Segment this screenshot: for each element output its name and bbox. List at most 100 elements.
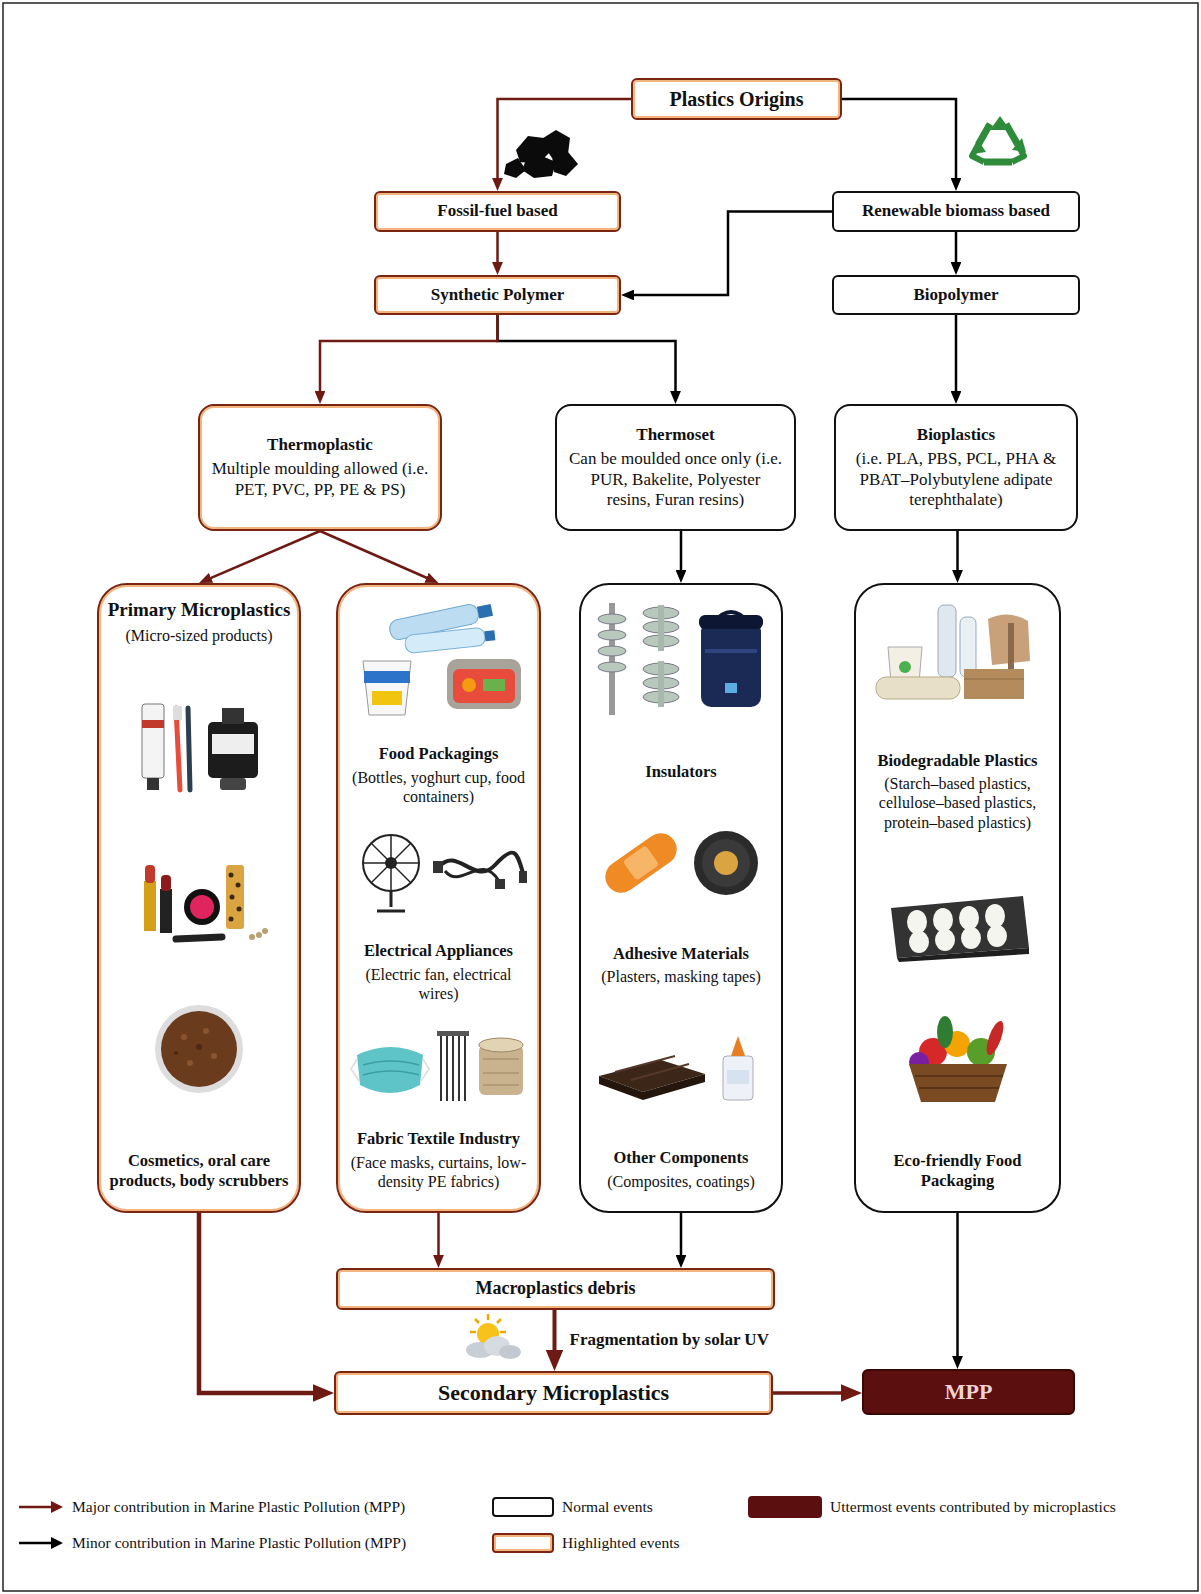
major-connector <box>207 531 320 580</box>
insulator-icon <box>705 649 757 653</box>
minor-connector <box>955 232 958 266</box>
egg-carton-icon <box>935 929 955 951</box>
text-group <box>107 851 291 946</box>
plastic-type-box: Bioplastics(i.e. PLA, PBS, PCL, PHA & PB… <box>834 404 1078 531</box>
minor-connector <box>842 99 956 182</box>
scrub-powder-icon <box>161 1011 237 1087</box>
text-group <box>346 831 531 916</box>
major-connector <box>496 232 499 266</box>
node-text: Can be moulded once only (i.e. PUR, Bake… <box>567 449 784 510</box>
electrical-appliance-icon <box>445 870 499 882</box>
composite-icon <box>599 1074 705 1100</box>
oral-care-icon <box>142 720 164 728</box>
sun-cloud-icon <box>499 1345 521 1359</box>
insulator-icon <box>658 605 664 651</box>
node-text: Insulators <box>645 762 717 782</box>
node-text: Biodegradable Plastics <box>878 751 1038 771</box>
electrical-appliance-icon <box>495 879 505 889</box>
major-connector <box>553 1310 557 1357</box>
sun-cloud-icon <box>497 1319 501 1323</box>
source-box: Fossil-fuel based <box>374 191 621 232</box>
node-text: Other Components <box>614 1148 749 1168</box>
figure-frame <box>3 3 1198 1591</box>
text-group: Adhesive Materials(Plasters, masking tap… <box>589 944 773 987</box>
cosmetics-icon <box>161 875 171 891</box>
food-packaging-icon <box>363 661 411 715</box>
insulator-icon <box>591 599 771 719</box>
node-text: Biopolymer <box>914 285 999 305</box>
food-basket-icon <box>937 1016 953 1048</box>
legend-line-sample <box>18 1500 64 1514</box>
text-group: Insulators <box>589 762 773 782</box>
egg-carton-icon <box>909 931 929 953</box>
scrub-powder-icon <box>155 1005 243 1093</box>
adhesive-icon <box>591 825 771 900</box>
legend-box-sample <box>492 1497 554 1517</box>
oral-care-icon <box>147 778 159 790</box>
coal-icon <box>504 158 526 178</box>
oral-care-icon <box>188 708 190 790</box>
electrical-appliance-icon <box>371 843 411 883</box>
textile-icon <box>464 1033 466 1101</box>
plastic-type-box: ThermoplasticMultiple moulding allowed (… <box>198 404 442 531</box>
composite-icon <box>615 1056 689 1080</box>
legend-item: Highlighted events <box>492 1530 680 1556</box>
recycle-icon <box>990 116 1010 130</box>
oral-care-icon <box>208 722 258 778</box>
adhesive-icon <box>702 839 750 887</box>
cosmetics-icon <box>230 894 235 899</box>
text-group: Biodegradable Plastics (Starch–based plas… <box>864 751 1051 832</box>
cosmetics-icon <box>184 889 220 925</box>
egg-carton-icon <box>907 904 1007 953</box>
sun-cloud-icon <box>500 1331 506 1334</box>
sun-cloud-icon <box>470 1331 476 1334</box>
food-packaging-icon <box>404 626 495 653</box>
cosmetics-icon <box>160 889 172 933</box>
text-group: Electrical Appliances(Electric fan, elec… <box>346 941 531 1003</box>
biodegradable-products-icon <box>899 661 911 673</box>
text-group <box>589 825 773 900</box>
cosmetics-icon <box>237 906 242 911</box>
sun-cloud-icon <box>466 1314 521 1359</box>
node-text: Plastics Origins <box>670 87 804 111</box>
egg-carton-icon <box>961 927 981 949</box>
legend-arrowhead <box>51 1537 63 1549</box>
electrical-appliance-icon <box>433 861 443 873</box>
egg-carton-icon <box>907 910 927 934</box>
polymer-box: Biopolymer <box>832 275 1080 315</box>
textile-icon <box>479 1038 523 1052</box>
major-connector <box>773 1391 848 1395</box>
oral-care-icon <box>220 778 246 790</box>
oral-care-icon <box>176 708 180 790</box>
cosmetics-icon <box>190 895 214 919</box>
node-text: Food Packagings <box>379 744 499 764</box>
textile-icon <box>351 1059 429 1081</box>
egg-carton-icon <box>959 906 979 930</box>
electrical-appliance-icon <box>377 891 405 911</box>
cosmetics-icon <box>236 882 241 887</box>
legend-item: Normal events <box>492 1494 653 1520</box>
node-text: MPP <box>945 1379 993 1405</box>
adhesive-icon <box>694 831 758 895</box>
text-group <box>107 700 291 795</box>
node-text: Eco-friendly Food Packaging <box>864 1151 1051 1191</box>
sun-cloud-icon <box>475 1319 479 1323</box>
textile-icon <box>349 1029 529 1104</box>
food-packaging-icon <box>364 671 410 683</box>
adhesive-icon <box>599 827 683 899</box>
major-connector <box>498 99 632 182</box>
biodegradable-products-icon <box>964 679 1024 680</box>
oral-care-icon <box>124 700 274 795</box>
biodegradable-products-icon <box>960 617 976 677</box>
legend-item: Minor contribution in Marine Plastic Pol… <box>18 1530 406 1556</box>
node-text: Fabric Textile Industry <box>357 1129 520 1149</box>
insulator-icon <box>701 621 761 707</box>
insulator-icon <box>658 661 664 707</box>
cosmetics-icon <box>229 872 234 877</box>
legend-item: Major contribution in Marine Plastic Pol… <box>18 1494 405 1520</box>
source-box: Renewable biomass based <box>832 191 1080 232</box>
text-group <box>107 1001 291 1096</box>
node-text: (Starch–based plastics, cellulose–based … <box>864 774 1051 832</box>
recycle-icon <box>984 159 1012 166</box>
node-text: Multiple moulding allowed (i.e. PET, PVC… <box>210 459 430 500</box>
